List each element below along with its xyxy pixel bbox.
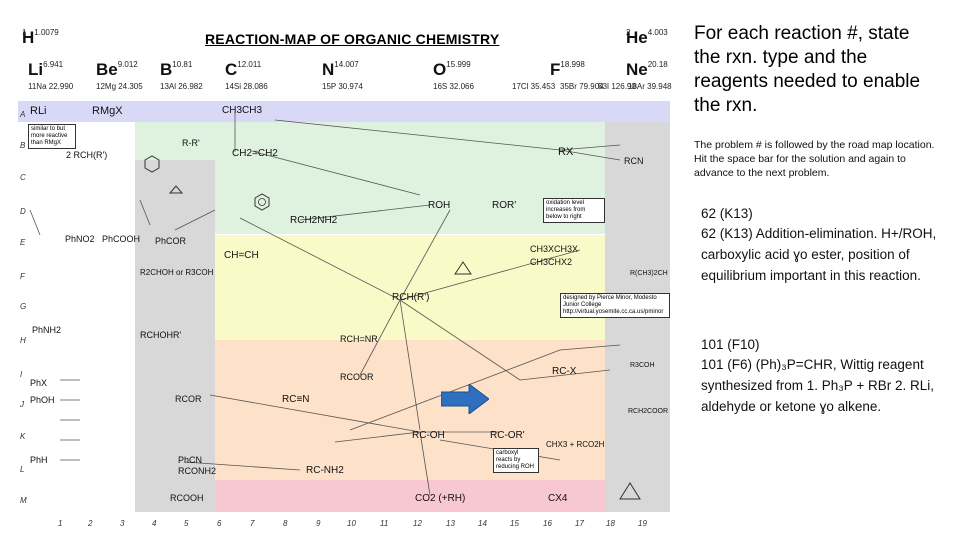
species-RMgX: RMgX <box>92 105 123 117</box>
instructions-heading: For each reaction #, state the rxn. type… <box>694 22 939 118</box>
species-ROH: ROH <box>428 200 450 211</box>
species-R-CH3-2CH: R(CH3)2CH <box>630 270 668 277</box>
species-ROR: ROR' <box>492 200 516 211</box>
species-nitrile: RC≡N <box>282 394 310 405</box>
species-RCN: RCN <box>624 156 644 166</box>
species-amide: RC-NH2 <box>306 465 344 476</box>
species-RCHR: RCH(R') <box>392 292 429 303</box>
species-alcohols: R2CHOH or R3COH <box>140 268 213 277</box>
highlight-arrow-icon <box>441 384 489 414</box>
problem-62-title: 62 (K13) <box>701 203 951 224</box>
problem-101-answer: 101 (F6) (Ph)₃P=CHR, Wittig reagent synt… <box>701 354 951 417</box>
species-PhOH: PhOH <box>30 395 55 405</box>
species-PhCN: PhCN <box>178 455 202 465</box>
species-CX4: CX4 <box>548 493 567 504</box>
species-amine: RCH2NH2 <box>290 215 337 226</box>
note-carboxyl-box: carboxyl reacts by reducing ROH <box>493 448 539 473</box>
species-RCH2COOR: RCH2COOR <box>628 408 668 415</box>
instructions-note: The problem # is followed by the road ma… <box>694 138 944 180</box>
reaction-arrows <box>0 0 690 540</box>
species-RCOOR: RCOOR <box>340 372 374 382</box>
species-CO2: CO2 (+RH) <box>415 493 465 504</box>
species-haloform: CHX3 + RCO2H <box>546 440 604 449</box>
species-RLi: RLi <box>30 105 47 117</box>
species-RX: RX <box>558 146 573 158</box>
species-PhX: PhX <box>30 378 47 388</box>
species-acyl-halide: RC-X <box>552 366 576 377</box>
species-ethene: CH2=CH2 <box>232 148 278 159</box>
problem-101-title: 101 (F10) <box>701 334 951 355</box>
species-2RCH: 2 RCH(R') <box>66 150 107 160</box>
species-PhNO2: PhNO2 <box>65 234 95 244</box>
species-RCOR: RCOR <box>175 394 202 404</box>
species-PhNH2: PhNH2 <box>32 325 61 335</box>
note-similar-box: similar to but more reactive than RMgX <box>28 124 76 149</box>
note-designed-box: designed by Pierce Minor, Modesto Junior… <box>560 293 670 318</box>
species-PhCOR: PhCOR <box>155 236 186 246</box>
species-RCHOHR: RCHOHR' <box>140 330 181 340</box>
species-PhCOOH: PhCOOH <box>102 234 140 244</box>
species-RR: R-R' <box>182 138 200 148</box>
species-R3COH: R3COH <box>630 362 655 369</box>
species-PhH: PhH <box>30 455 48 465</box>
species-dihalide2: CH3CHX2 <box>530 257 572 267</box>
species-imine: RCH=NR <box>340 334 378 344</box>
problem-62-answer: 62 (K13) Addition-elimination. H+/ROH, c… <box>701 223 951 286</box>
species-RCONH2: RCONH2 <box>178 466 216 476</box>
note-oxidation-box: oxidation level increases from below to … <box>543 198 605 223</box>
species-ester: RC-OR' <box>490 430 525 441</box>
species-RCOOH: RCOOH <box>170 493 204 503</box>
species-acid: RC-OH <box>412 430 445 441</box>
species-alkyne: CH=CH <box>224 250 259 261</box>
species-ethane: CH3CH3 <box>222 105 262 116</box>
species-dihalide1: CH3XCH3X <box>530 244 578 254</box>
